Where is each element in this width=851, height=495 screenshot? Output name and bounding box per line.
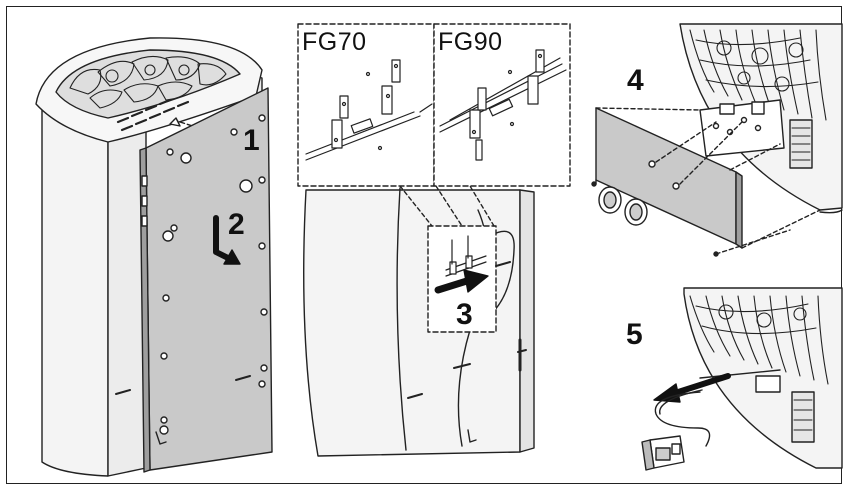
heater-right-bottom xyxy=(641,287,843,471)
heater-middle xyxy=(303,185,535,457)
model-label-fg70: FG70 xyxy=(302,28,367,56)
step-number-1: 1 xyxy=(243,124,260,157)
step-number-4: 4 xyxy=(627,64,644,97)
step-number-5: 5 xyxy=(626,318,643,351)
step-number-2: 2 xyxy=(228,208,245,241)
heater-right-top xyxy=(591,23,843,257)
model-detail-boxes xyxy=(297,23,571,187)
model-label-fg90: FG90 xyxy=(438,28,503,56)
heater-left xyxy=(35,37,273,477)
step-number-3: 3 xyxy=(456,298,473,331)
